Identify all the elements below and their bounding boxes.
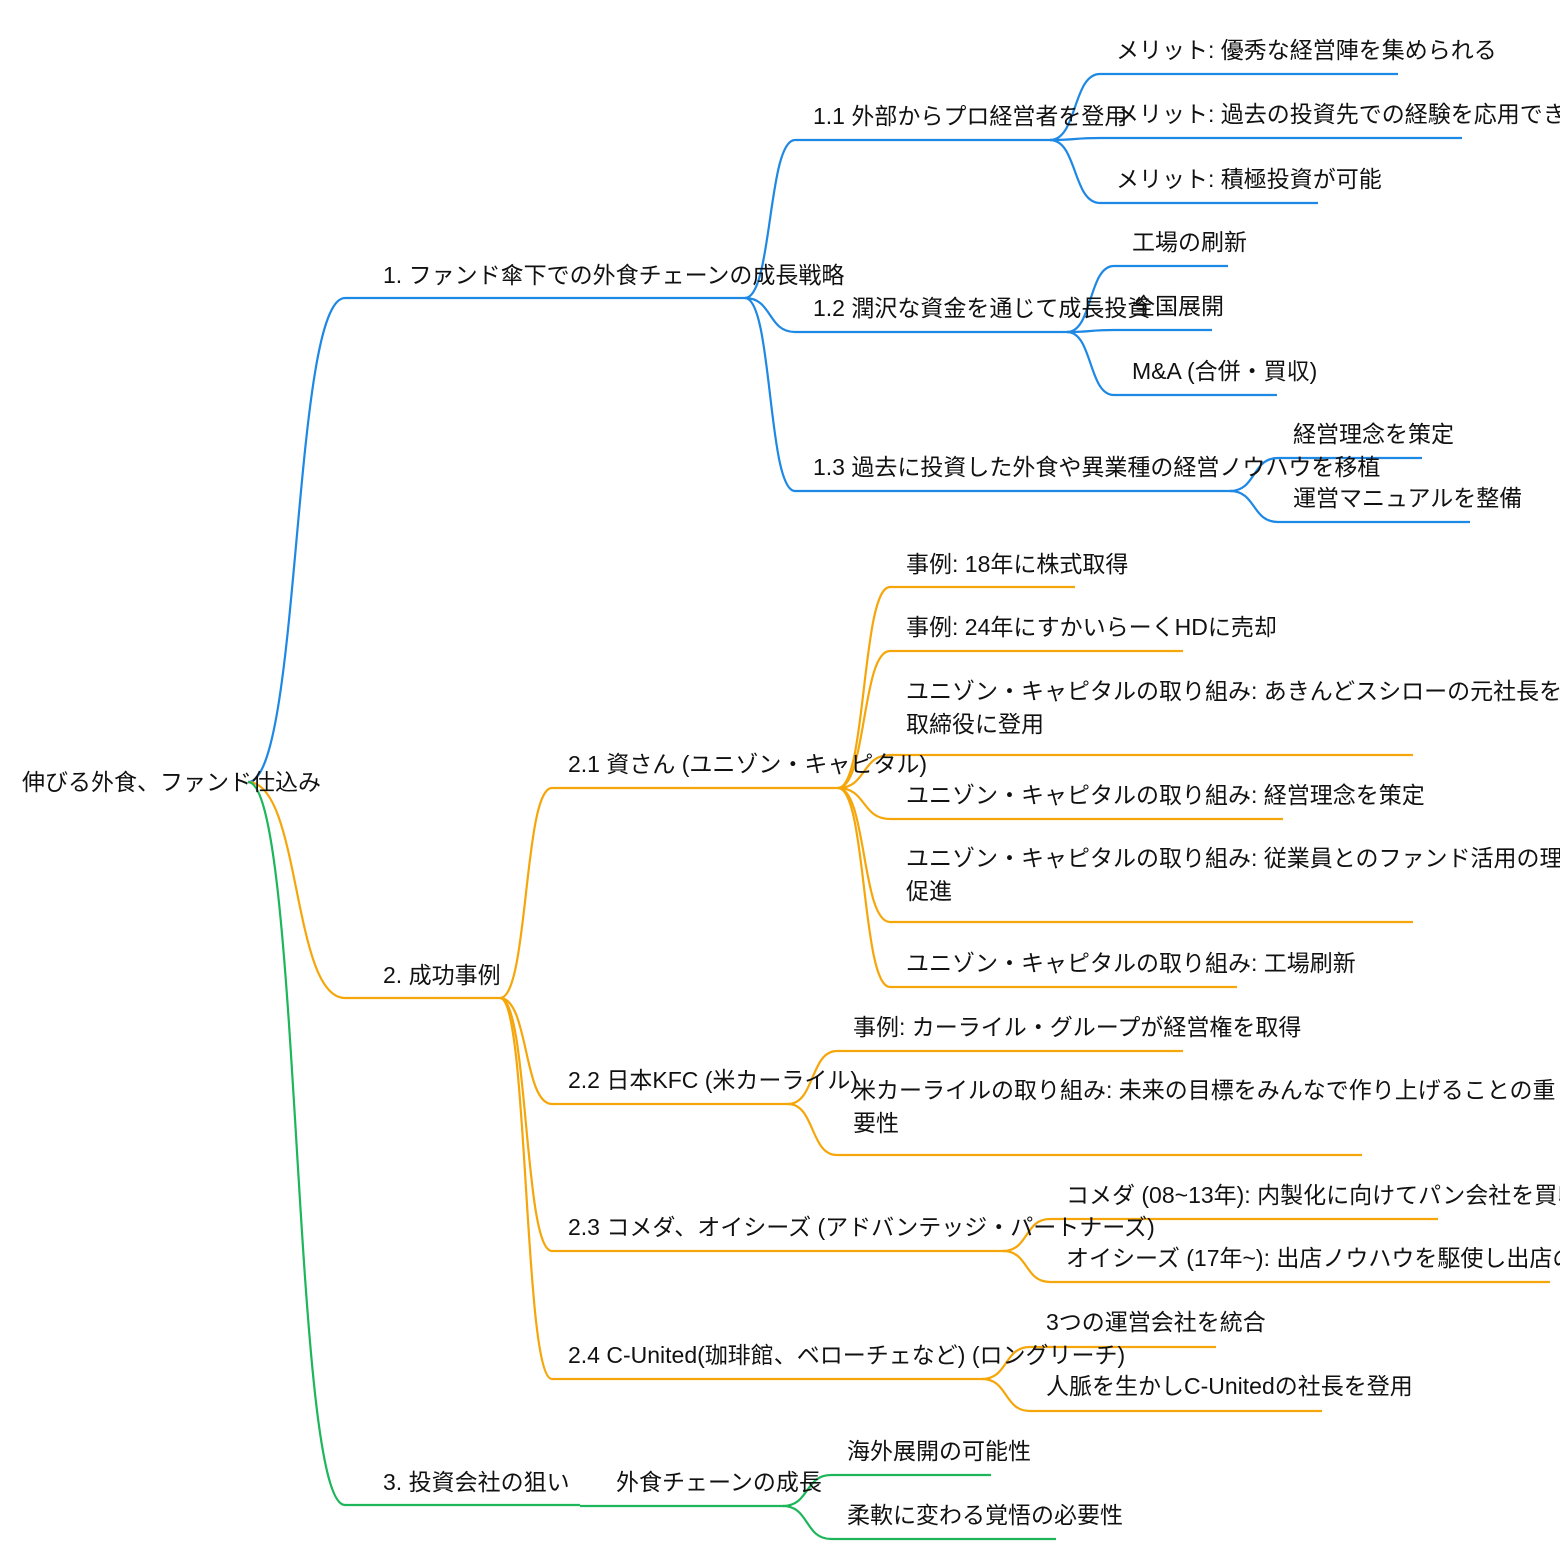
leaf-2-2-2-label-line: 要性 (853, 1110, 899, 1136)
leaf-1-1-3-label[interactable]: メリット: 積極投資が可能 (1116, 166, 1382, 192)
connector-sub-2-4-leaf-2 (981, 1377, 1031, 1413)
subtopic-2-1-label[interactable]: 2.1 資さん (ユニゾン・キャピタル) (568, 751, 927, 777)
leaf-2-1-2-label[interactable]: 事例: 24年にすかいらーくHDに売却 (906, 614, 1277, 640)
connector-sub-2-1-leaf-6 (837, 786, 891, 989)
connector-sub-2-3-leaf-2 (1002, 1249, 1051, 1284)
leaf-2-1-5-label[interactable]: ユニゾン・キャピタルの取り組み: 従業員とのファンド活用の理解を促進 (906, 845, 1560, 904)
leaf-2-1-3-label[interactable]: ユニゾン・キャピタルの取り組み: あきんどスシローの元社長を社外取締役に登用 (906, 678, 1560, 737)
leaf-2-3-2-label[interactable]: オイシーズ (17年~): 出店ノウハウを駆使し出店の成功確率を向上 (1066, 1245, 1560, 1271)
subtopic-1-3-label[interactable]: 1.3 過去に投資した外食や異業種の経営ノウハウを移植 (813, 454, 1380, 480)
subtopic-2-3-label[interactable]: 2.3 コメダ、オイシーズ (アドバンテッジ・パートナーズ) (568, 1214, 1155, 1240)
leaf-2-1-4-label[interactable]: ユニゾン・キャピタルの取り組み: 経営理念を策定 (906, 782, 1425, 808)
leaf-1-2-3-label[interactable]: M&A (合併・買収) (1132, 358, 1317, 384)
leaf-2-1-3-label-line: ユニゾン・キャピタルの取り組み: あきんどスシローの元社長を社外 (906, 678, 1560, 704)
leaf-1-3-1-label[interactable]: 経営理念を策定 (1293, 421, 1454, 447)
connector-branch-2-sub-4 (499, 996, 553, 1381)
leaf-1-1-1-label[interactable]: メリット: 優秀な経営陣を集められる (1116, 37, 1497, 63)
subtopic-2-4-label[interactable]: 2.4 C-United(珈琲館、ベローチェなど) (ロングリーチ) (568, 1342, 1125, 1368)
leaf-1-1-2-label[interactable]: メリット: 過去の投資先での経験を応用できる (1116, 101, 1560, 127)
leaf-2-4-2-label[interactable]: 人脈を生かしC-Unitedの社長を登用 (1046, 1373, 1413, 1399)
subtopic-3-1-label[interactable]: 外食チェーンの成長 (616, 1469, 822, 1495)
leaf-3-1-2-label[interactable]: 柔軟に変わる覚悟の必要性 (847, 1502, 1123, 1528)
connector-sub-2-4-leaf-1 (981, 1345, 1031, 1381)
leaf-2-3-1-label[interactable]: コメダ (08~13年): 内製化に向けてパン会社を買収 (1066, 1182, 1560, 1208)
connector-branch-1-sub-1 (744, 138, 796, 300)
connector-sub-2-3-leaf-1 (1002, 1217, 1051, 1253)
subtopic-1-2-label[interactable]: 1.2 潤沢な資金を通じて成長投資 (813, 295, 1150, 321)
subtopic-1-1-label[interactable]: 1.1 外部からプロ経営者を登用 (813, 103, 1127, 129)
connector-sub-1-1-leaf-3 (1049, 138, 1101, 205)
leaf-2-1-3-label-line: 取締役に登用 (906, 711, 1044, 737)
connector-branch-2-sub-2 (499, 996, 553, 1106)
leaf-2-1-5-label-line: 促進 (906, 878, 952, 904)
connector-sub-2-1-leaf-2 (837, 649, 891, 790)
root-node[interactable]: 伸びる外食、ファンド仕込み (22, 769, 321, 795)
connector-branch-1-sub-2 (744, 296, 796, 334)
leaf-3-1-1-label[interactable]: 海外展開の可能性 (847, 1438, 1031, 1464)
leaf-2-1-5-label-line: ユニゾン・キャピタルの取り組み: 従業員とのファンド活用の理解を (906, 845, 1560, 871)
connector-sub-2-1-leaf-3 (837, 753, 891, 790)
subtopic-2-2-label[interactable]: 2.2 日本KFC (米カーライル) (568, 1067, 858, 1093)
connector-sub-3-1-leaf-2 (782, 1504, 832, 1541)
leaf-2-2-2-label[interactable]: 米カーライルの取り組み: 未来の目標をみんなで作り上げることの重要性 (853, 1077, 1556, 1136)
connector-sub-1-1-leaf-2 (1049, 136, 1101, 142)
connector-sub-2-1-leaf-1 (837, 585, 891, 790)
label-layer: 伸びる外食、ファンド仕込み 1. ファンド傘下での外食チェーンの成長戦略 1.1 … (22, 37, 1560, 1528)
connector-root-branch-3 (247, 780, 346, 1507)
branch-2-label[interactable]: 2. 成功事例 (383, 962, 501, 988)
connector-sub-1-2-leaf-3 (1066, 330, 1115, 397)
leaf-1-2-1-label[interactable]: 工場の刷新 (1132, 229, 1247, 255)
connector-branch-1-sub-3 (744, 296, 796, 493)
connector-sub-1-3-leaf-2 (1229, 489, 1279, 524)
connector-root-branch-1 (247, 296, 346, 784)
connector-sub-3-1-leaf-1 (782, 1473, 832, 1508)
underline-layer (345, 72, 1550, 1541)
connector-branch-2-sub-1 (499, 786, 553, 1000)
leaf-1-2-2-label[interactable]: 全国展開 (1132, 293, 1224, 319)
leaf-2-4-1-label[interactable]: 3つの運営会社を統合 (1046, 1309, 1266, 1335)
leaf-1-3-2-label[interactable]: 運営マニュアルを整備 (1293, 485, 1522, 511)
connector-layer (247, 72, 1279, 1541)
leaf-2-1-1-label[interactable]: 事例: 18年に株式取得 (906, 551, 1128, 577)
leaf-2-2-2-label-line: 米カーライルの取り組み: 未来の目標をみんなで作り上げることの重 (853, 1077, 1556, 1103)
leaf-2-1-6-label[interactable]: ユニゾン・キャピタルの取り組み: 工場刷新 (906, 950, 1356, 976)
connector-sub-2-2-leaf-2 (787, 1102, 838, 1157)
connector-sub-1-1-leaf-1 (1049, 72, 1101, 142)
connector-sub-1-2-leaf-1 (1066, 264, 1115, 334)
connector-root-branch-2 (247, 780, 346, 1000)
connector-branch-2-sub-3 (499, 996, 553, 1253)
connector-sub-1-2-leaf-2 (1066, 328, 1115, 334)
connector-sub-2-2-leaf-1 (787, 1049, 838, 1106)
branch-3-label[interactable]: 3. 投資会社の狙い (383, 1469, 570, 1495)
connector-sub-1-3-leaf-1 (1229, 456, 1279, 493)
leaf-2-2-1-label[interactable]: 事例: カーライル・グループが経営権を取得 (853, 1014, 1301, 1040)
branch-1-label[interactable]: 1. ファンド傘下での外食チェーンの成長戦略 (383, 262, 844, 288)
connector-sub-2-1-leaf-4 (837, 786, 891, 821)
connector-sub-2-1-leaf-5 (837, 786, 891, 924)
